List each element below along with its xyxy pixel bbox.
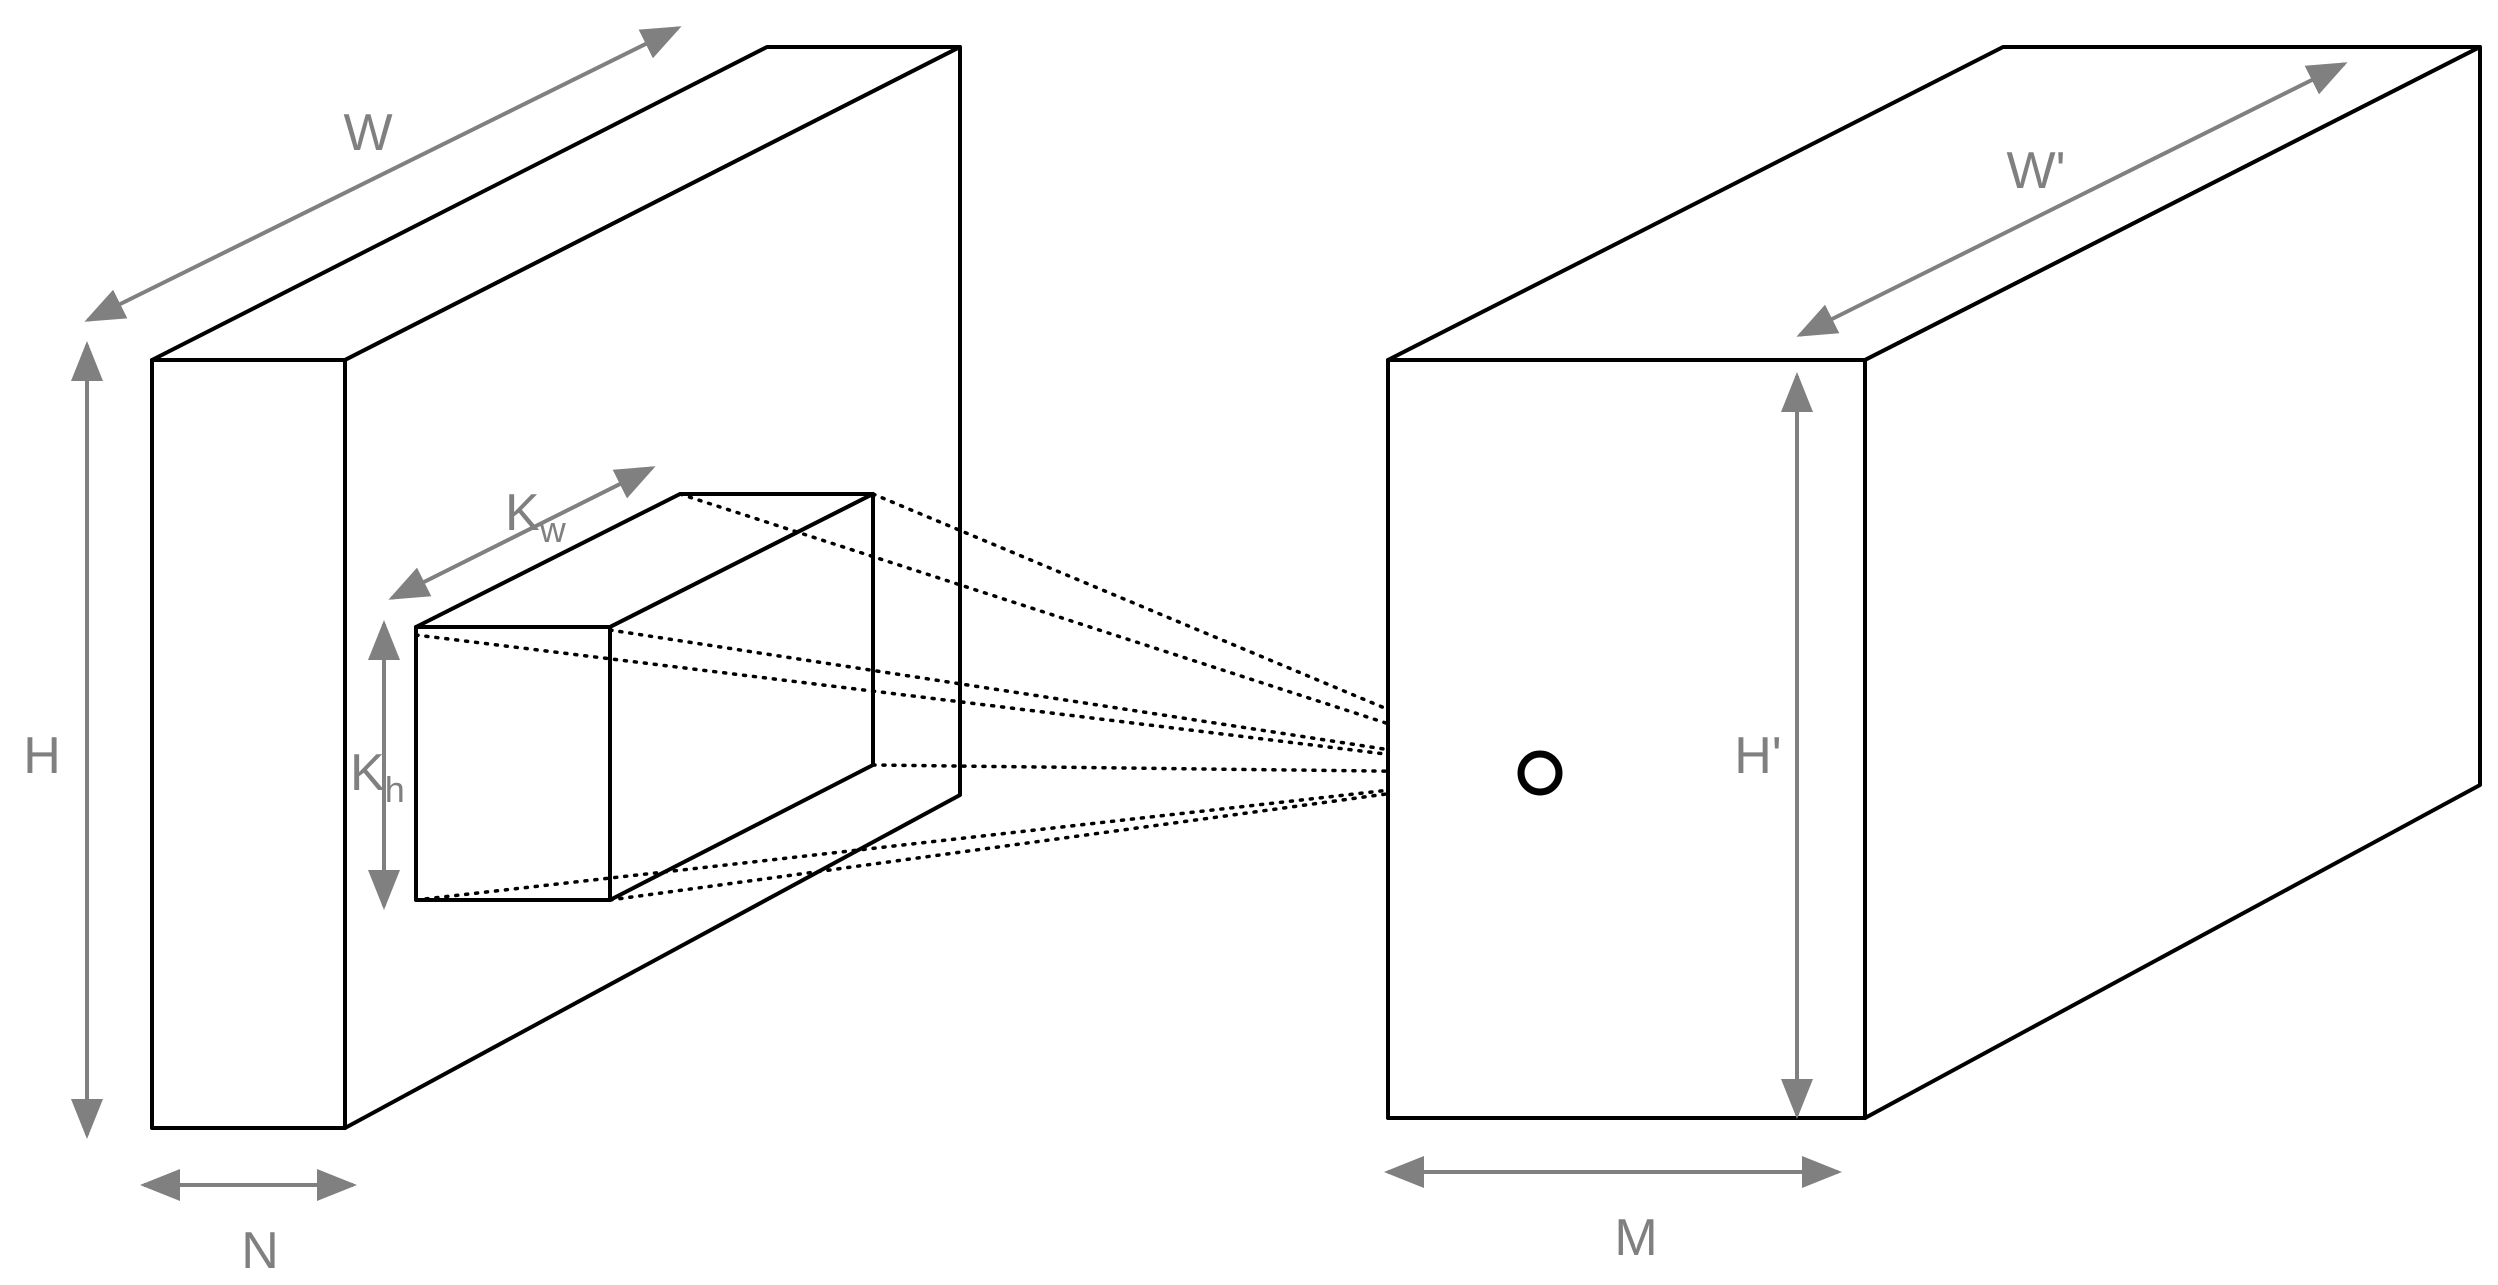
- output-height-label: H': [1734, 727, 1781, 785]
- dimension-arrows: [71, 26, 2348, 1201]
- projection-ray: [871, 763, 1542, 775]
- output-volume: [1386, 45, 2482, 1120]
- input-width-label: W: [343, 104, 392, 162]
- input-channels-label: N: [241, 1222, 279, 1280]
- input-volume-front-face: [150, 358, 347, 1130]
- input-width-arrow: [84, 26, 682, 322]
- projection-ray: [414, 771, 1542, 902]
- projection-ray: [608, 628, 1542, 775]
- kernel-box-front-face: [414, 625, 612, 902]
- kernel-width-label-sub: w: [539, 509, 567, 550]
- kernel-width-label-base: K: [505, 484, 540, 542]
- output-volume-front-face: [1386, 358, 1867, 1120]
- input-height-label: H: [23, 727, 61, 785]
- projection-ray: [608, 771, 1542, 902]
- output-width-label: W': [2006, 142, 2065, 200]
- kernel-width-arrow: [388, 466, 656, 600]
- kernel-height-label: Kh: [350, 744, 405, 810]
- kernel-height-label-base: K: [350, 744, 385, 802]
- projection-ray: [414, 633, 1542, 775]
- kernel-box: [414, 492, 875, 902]
- output-channels-label: M: [1614, 1209, 1657, 1267]
- output-point: [1517, 750, 1563, 796]
- kernel-height-label-sub: h: [385, 769, 405, 810]
- output-width-arrow: [1796, 62, 2348, 337]
- kernel-width-label: Kw: [505, 484, 567, 550]
- dimension-labels: W H N Kw Kh W' H' M: [23, 104, 2065, 1280]
